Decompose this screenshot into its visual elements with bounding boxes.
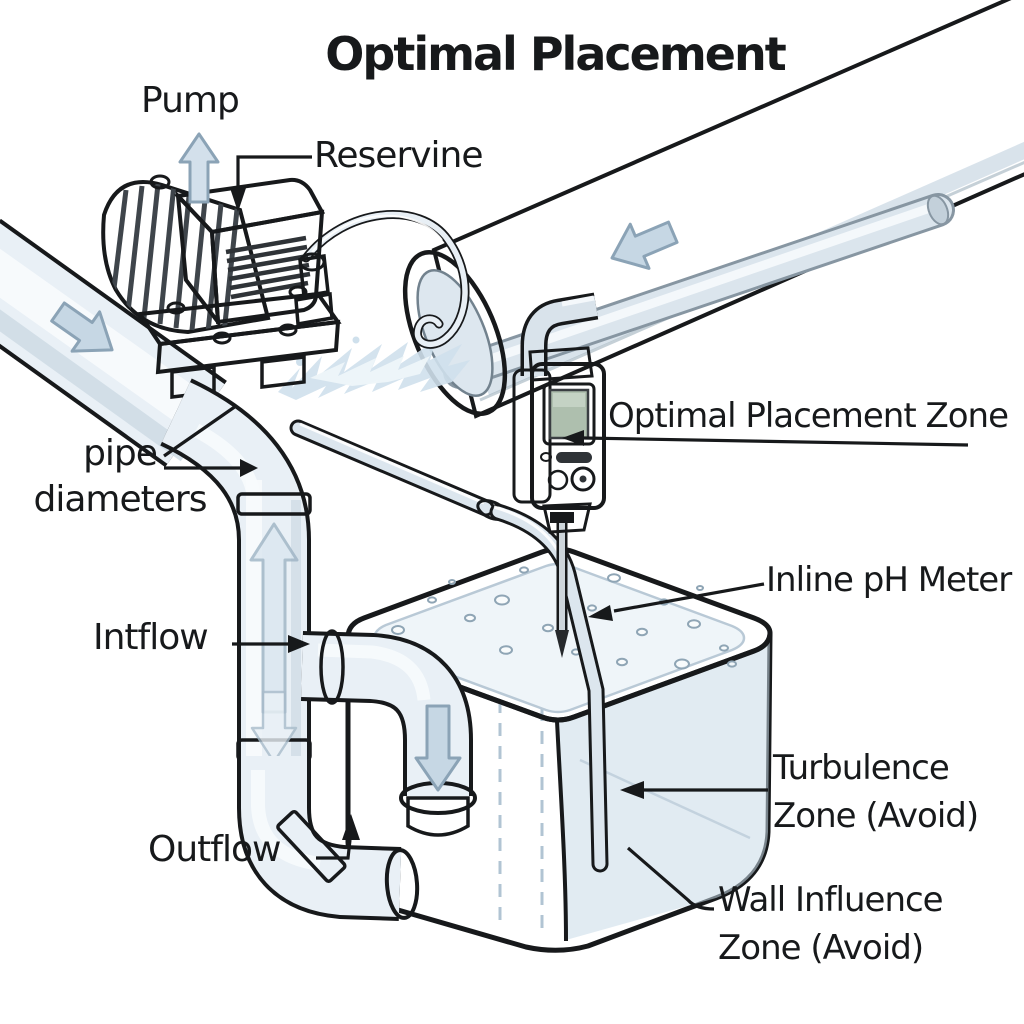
wall-influence-zone-label-line2: Zone (Avoid): [718, 928, 924, 968]
meter-face: [530, 362, 606, 510]
pipe-diameters-label-line2: diameters: [33, 479, 208, 520]
pump-hose: [301, 210, 470, 349]
inline-ph-meter-device: [512, 292, 606, 534]
turbulence-zone-label-line2: Zone (Avoid): [773, 796, 979, 836]
left-pipe: [0, 218, 227, 468]
leader-arrowhead: [588, 605, 613, 621]
outflow-leader: [316, 814, 360, 860]
inflow-label: Intflow: [93, 617, 209, 658]
pipe-diameters-label-line1: pipe: [83, 433, 158, 474]
pump-label: Pump: [141, 80, 240, 121]
wall-zone-leader: [626, 846, 715, 911]
pipe-diameters-leader: [163, 404, 258, 477]
ph-meter-leader: [588, 582, 765, 621]
pump-port: [298, 252, 326, 272]
wall-influence-zone-label-line1: Wall Influence: [718, 880, 944, 920]
pipe-diameters-label: pipe diameters: [30, 431, 210, 523]
turbulence-zone-label: Turbulence Zone (Avoid): [773, 744, 979, 840]
leader-arrowhead: [620, 781, 644, 799]
tank-branch-pipe: [301, 629, 477, 837]
turbulence-leader: [620, 781, 768, 799]
leader-arrowhead: [240, 459, 258, 477]
turbulence-zone-label-line1: Turbulence: [773, 748, 950, 788]
outflow-elbow: [237, 756, 420, 921]
ph-probe: [550, 512, 574, 658]
pipe-coupling: [236, 492, 312, 516]
optimal-zone-leader: [562, 430, 969, 447]
reservoir-leader: [230, 155, 312, 212]
leader-arrowhead: [288, 635, 310, 653]
leader-arrowhead: [342, 814, 360, 840]
inline-ph-meter-label: Inline pH Meter: [766, 560, 1012, 600]
pipe-coupling: [276, 809, 347, 883]
vertical-pipe: [159, 378, 312, 798]
leader-lines: [163, 155, 969, 911]
motor-bolt: [149, 174, 171, 190]
pump-illustration: [101, 174, 342, 399]
meter-slot: [556, 452, 592, 463]
pipe-open-end: [402, 250, 508, 416]
outflow-label: Outflow: [148, 829, 281, 870]
pump-discharge-up-arrow-icon: [178, 132, 220, 204]
diagram-title: Optimal Placement: [325, 27, 786, 81]
pump-vents: [225, 235, 311, 300]
meter-ring-button: [570, 466, 596, 492]
vertical-pipe-down-arrow-icon: [250, 690, 298, 764]
optimal-zone-label: Optimal Placement Zone: [608, 396, 1009, 436]
pipe-coupling: [319, 629, 345, 705]
meter-green-button: [547, 469, 569, 491]
main-pipe-flow-left-arrow-icon: [610, 220, 679, 270]
wall-influence-zone-label: Wall Influence Zone (Avoid): [718, 876, 944, 972]
probe-tip: [555, 630, 569, 658]
sensor-tube: [289, 419, 609, 873]
tank-branch-down-arrow-icon: [414, 704, 462, 792]
inlet-pipe-flow-arrow-icon: [50, 301, 114, 353]
reservoir-label: Reservine: [314, 135, 484, 176]
inflow-leader: [232, 635, 310, 653]
leader-arrowhead: [562, 430, 584, 446]
outflow-end-cap: [384, 848, 420, 920]
leader-arrowhead: [230, 188, 246, 212]
